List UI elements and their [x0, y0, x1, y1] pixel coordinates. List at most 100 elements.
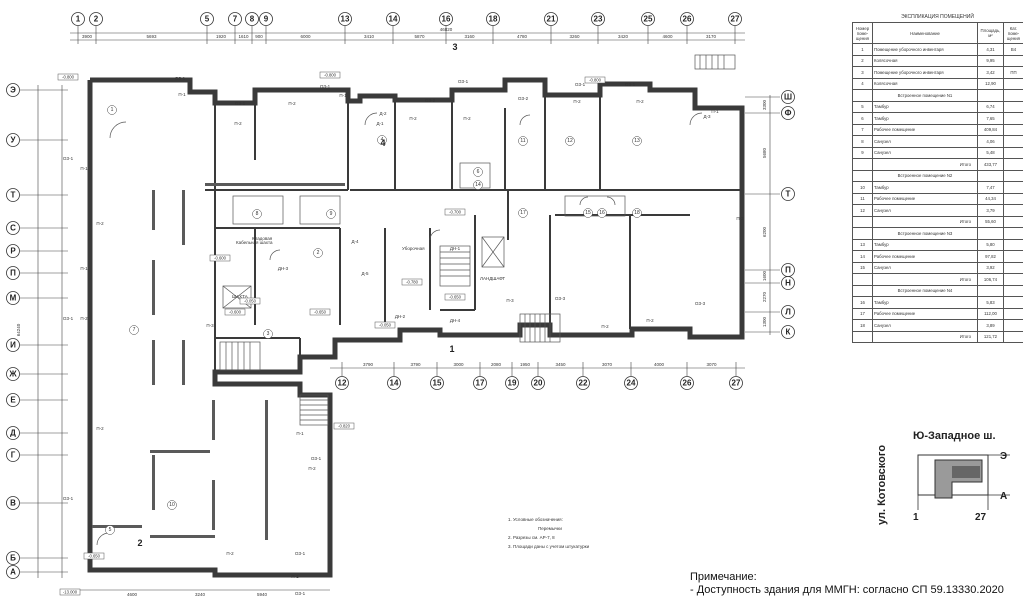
dim-inner-bottom: 3070: [602, 362, 613, 367]
wall-label: П-1: [291, 574, 299, 579]
cell-empty: [977, 169, 1004, 182]
wall-label: ОЗ-1: [235, 101, 246, 106]
room-marker-5: 5: [105, 525, 115, 535]
axis-left-4: Р: [6, 244, 20, 258]
axis-circle: [6, 221, 20, 235]
level-mark: -0.650: [309, 308, 331, 316]
axis-circle: [200, 12, 214, 26]
axis-circle: [591, 12, 605, 26]
wall-label: ОЗ-3: [695, 301, 706, 306]
cell-section: Встроенное помещение N1: [872, 89, 978, 102]
outer-wall-left-wing: [87, 77, 745, 578]
axis-label: Ж: [8, 370, 17, 379]
cell-category: [1003, 77, 1023, 90]
wall-label: ОЗ-2: [518, 96, 529, 101]
room-marker-9: 9: [326, 209, 336, 219]
level-mark: -0.800: [319, 71, 341, 79]
wall-label: ОЗ-1: [458, 79, 469, 84]
cell-total-area: 106,74: [977, 273, 1004, 286]
cell-category: [1003, 261, 1023, 274]
cell-number: 10: [852, 181, 873, 194]
dim-top: 4600: [662, 34, 673, 39]
wall-label: Д-2: [379, 111, 387, 116]
notes: Примечание: - Доступность здания для ММГ…: [690, 571, 1023, 596]
level-mark: -0.700: [444, 208, 466, 216]
axis-circle: [680, 12, 694, 26]
axis-label: 13: [341, 15, 350, 24]
level-mark: -0.780: [401, 278, 423, 286]
dim-top: 5693: [146, 34, 157, 39]
dim-inner-bottom: 3790: [410, 362, 421, 367]
cell-area: 97,82: [977, 250, 1004, 263]
axis-label: Н: [785, 279, 791, 288]
cell-name: Колясочная: [872, 77, 978, 90]
cell-section: Встроенное помещение N2: [872, 169, 978, 182]
svg-text:6: 6: [477, 169, 480, 175]
axis-label: 7: [233, 15, 238, 24]
cell-category: [1003, 238, 1023, 251]
cell-number: 9: [852, 146, 873, 159]
axis-left-9: Е: [6, 393, 20, 407]
cell-category: [1003, 100, 1023, 113]
wall-label: ОЗ-1: [625, 82, 636, 87]
cell-total-label: Итого: [872, 330, 978, 343]
axis-circle: [259, 12, 273, 26]
wall-label: П-2: [96, 426, 104, 431]
axis-label: 5: [205, 15, 210, 24]
axis-label: 8: [250, 15, 255, 24]
wall-label: П-2: [288, 101, 296, 106]
axis-right-5: Л: [781, 305, 795, 319]
cell-name: Санузел: [872, 319, 978, 332]
dim-right: 5680: [762, 147, 767, 158]
cell-total-label: Итого: [872, 215, 978, 228]
cell-name: Санузел: [872, 135, 978, 148]
axis-circle: [486, 12, 500, 26]
keyplan-axis-left: 1: [913, 512, 919, 523]
axis-label: Г: [11, 451, 16, 460]
cell-total-area: 121,72: [977, 330, 1004, 343]
cell-category: [1003, 112, 1023, 125]
cell-empty: [1003, 89, 1023, 102]
axis-top-1: 1: [71, 12, 85, 26]
axis-circle: [6, 244, 20, 258]
wall-label: П-1: [339, 93, 347, 98]
svg-text:11: 11: [520, 138, 525, 144]
axis-top-8: 8: [245, 12, 259, 26]
cell-area: 112,00: [977, 307, 1004, 320]
axis-label: 19: [508, 379, 517, 388]
cell-category: [1003, 319, 1023, 332]
dim-top: 6000: [300, 34, 311, 39]
axis-top-13: 13: [338, 12, 352, 26]
room-marker-16: 16: [597, 208, 607, 218]
wall-label: ОЗ-1: [311, 456, 322, 461]
cell-area: 44,34: [977, 192, 1004, 205]
axis-circle: [387, 376, 401, 390]
axis-circle: [386, 12, 400, 26]
room-marker-10: 10: [167, 500, 177, 510]
axis-label: 20: [534, 379, 543, 388]
axis-bottom-14: 14: [387, 376, 401, 390]
cell-area: 4,31: [977, 43, 1004, 56]
room-marker-15: 15: [583, 208, 593, 218]
axis-label: М: [10, 294, 17, 303]
svg-text:7: 7: [133, 327, 136, 333]
dim-inner-bottom: 3790: [363, 362, 374, 367]
axis-circle: [89, 12, 103, 26]
wall-label: П-1: [296, 431, 304, 436]
cell-empty: [977, 89, 1004, 102]
explication-title: ЭКСПЛИКАЦИЯ ПОМЕЩЕНИЙ: [901, 14, 974, 20]
axis-circle: [6, 551, 20, 565]
level-mark: -0.800: [584, 76, 606, 84]
axis-label: Р: [10, 247, 16, 256]
wall-label: ОЗ-1: [63, 316, 74, 321]
axis-label: 27: [731, 15, 740, 24]
axis-circle: [781, 90, 795, 104]
cell-area: 3,92: [977, 261, 1004, 274]
